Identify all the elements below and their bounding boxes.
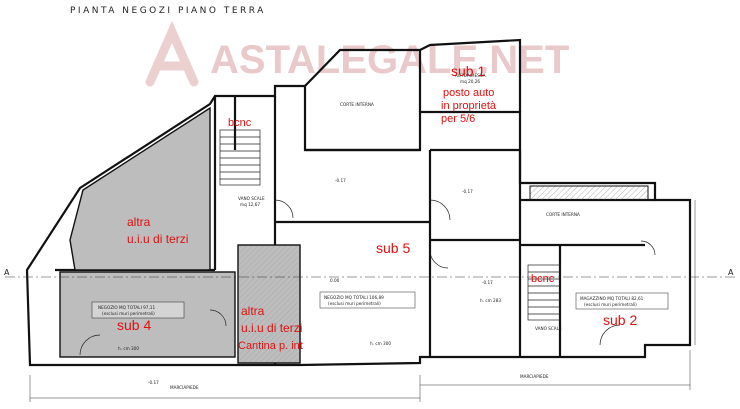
level-label-a: -0.17 (335, 178, 346, 183)
altra-uiu-left-line2: u.i.u di terzi (127, 232, 188, 246)
sub1-line1: posto auto (443, 87, 494, 99)
negozio-left-note: (esclusi muri perimetrali) (102, 311, 155, 316)
magazzino-label: MAGAZZINO MQ TOTALI 82,61 (580, 296, 644, 301)
plan-title: PIANTA NEGOZI PIANO TERRA (70, 6, 266, 16)
height-label-center: h. cm 300 (370, 341, 391, 346)
altra-uiu-center-line1: altra (241, 304, 265, 318)
altra-uiu-center-hatch (240, 246, 298, 362)
vano-scale-left-area: mq 12,67 (240, 202, 260, 207)
negozio-center-label: NEGOZIO MQ TOTALI 106,89 (324, 295, 384, 300)
level-label-d: -0.17 (148, 380, 159, 385)
negozio-left-label: NEGOZIO MQ TOTALI 97,11 (98, 305, 155, 310)
sub1-line2: in proprietà (441, 100, 497, 112)
corte-interna-right-label: CORTE INTERNA (546, 212, 580, 217)
section-marker-right: A (728, 268, 734, 277)
altra-uiu-left-area (69, 106, 211, 271)
marciapiede-left-label: MARCIAPIEDE (170, 385, 199, 390)
height-label-right: h. cm 283 (480, 298, 501, 303)
level-label-e: 0.00 (330, 278, 340, 283)
vano-scale-right-label: VANO SCALE (535, 326, 562, 331)
autorimessa-area: mq 20,26 (460, 79, 480, 84)
watermark-text: ASTALEGALE.NET (210, 38, 569, 82)
altra-uiu-left-line1: altra (127, 215, 151, 229)
dimension-lines (29, 200, 696, 402)
magazzino-box (575, 292, 669, 310)
negozio-center-note: (esclusi muri perimetrali) (328, 301, 381, 306)
corte-interna-top-label: CORTE INTERNA (340, 102, 374, 107)
negozio-left-box (91, 301, 185, 319)
height-label-left: h. cm 300 (118, 346, 139, 351)
sub2-label: sub 2 (603, 312, 637, 328)
altra-uiu-center-line2: u.i.u di terzi (241, 321, 302, 335)
stair-right (527, 264, 561, 321)
sub1-line3: per 5/6 (441, 113, 475, 125)
marciapiede-right-label: MARCIAPIEDE (520, 374, 549, 379)
stair-left (219, 129, 261, 186)
level-label-b: -0.17 (462, 189, 473, 194)
section-marker-left: A (4, 268, 10, 277)
sub4-label: sub 4 (117, 317, 151, 333)
autorimessa-label: AUTORIMESSA (455, 73, 486, 78)
watermark-logo: ASTALEGALE.NET (145, 20, 569, 87)
door-arcs (79, 199, 656, 356)
bcnc-right-label: bcnc (531, 273, 555, 285)
bcnc-top-label: bcnc (228, 117, 252, 129)
level-label-c: -0.17 (482, 280, 493, 285)
vano-scale-left-label: VANO SCALE (238, 196, 265, 201)
altra-uiu-center-line3: Cantina p. int (238, 340, 303, 352)
corte-interna-right-area (529, 185, 649, 201)
sub5-label: sub 5 (376, 240, 410, 256)
sub1-title: sub 1 (451, 63, 485, 79)
magazzino-note: (esclusi muri perimetrali) (584, 302, 637, 307)
negozio-center-box (319, 291, 416, 309)
